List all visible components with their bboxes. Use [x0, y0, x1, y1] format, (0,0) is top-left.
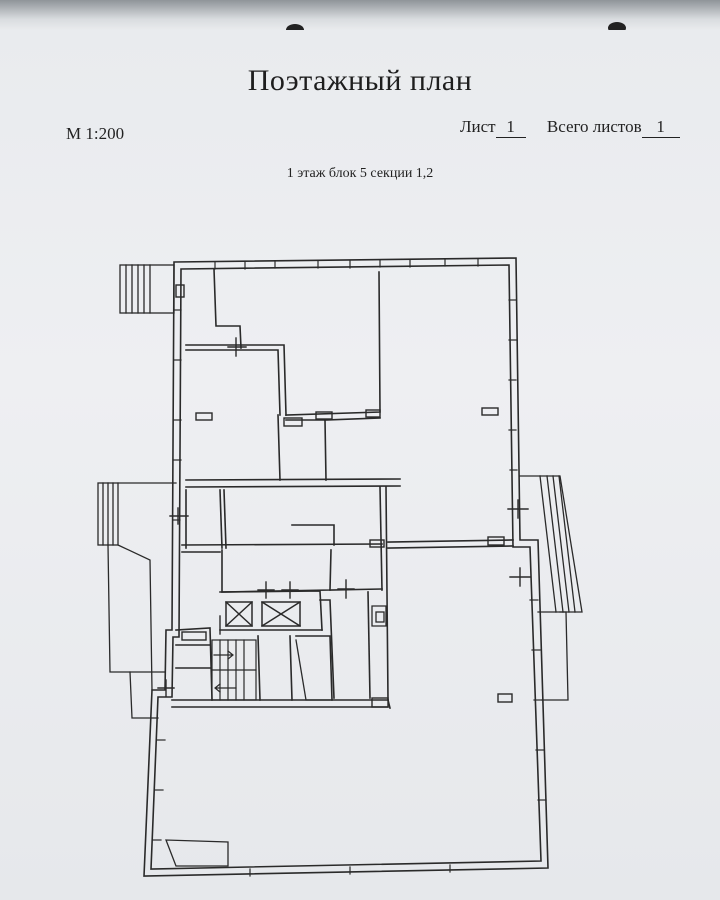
left-side-ramp [97, 482, 177, 719]
total-sheets-label: Всего листов [546, 117, 642, 136]
paper-sheet [0, 30, 720, 900]
opening-marks [157, 284, 531, 708]
scale-label: М 1:200 [66, 124, 125, 143]
core-staircase [211, 639, 257, 701]
window-marks [152, 258, 547, 877]
floor-subtitle: 1 этаж блок 5 секции 1,2 [286, 166, 434, 181]
right-side-stair [519, 475, 583, 701]
lift-shafts [224, 600, 302, 628]
total-sheets: 1 [641, 117, 680, 138]
binder-edge [0, 0, 720, 36]
interior-walls [171, 268, 514, 709]
sheet-label: Лист [460, 117, 496, 136]
outer-wall [143, 257, 549, 877]
left-entrance-stair [119, 264, 175, 314]
page-title: Поэтажный план [247, 64, 473, 97]
sheet-number: 1 [495, 117, 526, 138]
door-swings [165, 605, 387, 867]
